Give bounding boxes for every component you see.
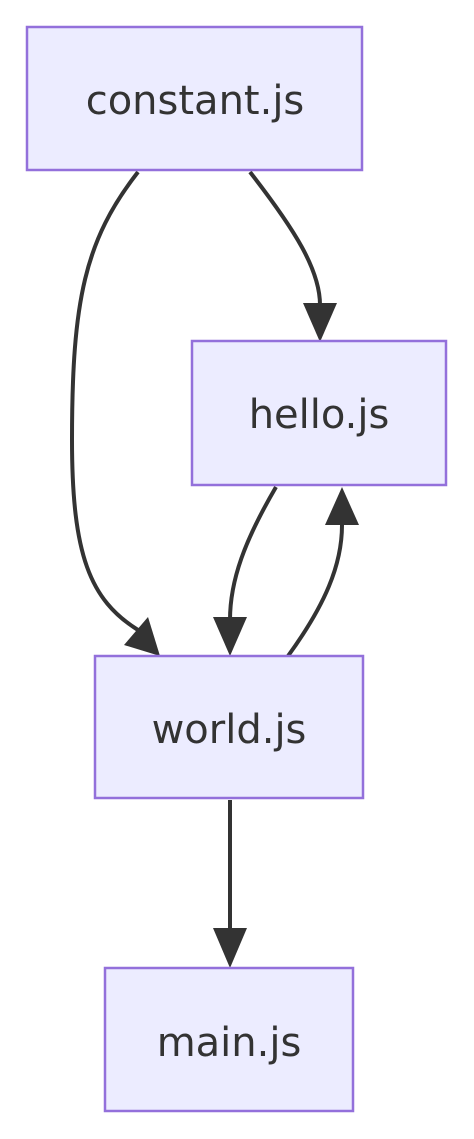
arrowhead-world-to-hello: [325, 487, 359, 525]
node-world-js: world.js: [93, 654, 365, 800]
node-label-constant-js: constant.js: [86, 78, 305, 124]
arrowhead-hello-to-world: [213, 617, 247, 656]
edge-constant-to-hello: [248, 170, 337, 342]
node-main-js: main.js: [103, 966, 355, 1113]
node-label-hello-js: hello.js: [249, 392, 390, 438]
edge-hello-to-world: [213, 485, 278, 656]
node-hello-js: hello.js: [190, 339, 448, 487]
edge-world-to-hello: [286, 487, 359, 658]
edge-world-to-main: [213, 800, 247, 968]
arrowhead-constant-to-hello: [303, 303, 337, 342]
arrowhead-world-to-main: [213, 928, 247, 968]
node-constant-js: constant.js: [25, 25, 364, 172]
node-label-world-js: world.js: [152, 707, 307, 753]
node-label-main-js: main.js: [157, 1020, 302, 1066]
edge-constant-to-world: [69, 170, 160, 656]
arrowhead-constant-to-world: [124, 617, 160, 656]
